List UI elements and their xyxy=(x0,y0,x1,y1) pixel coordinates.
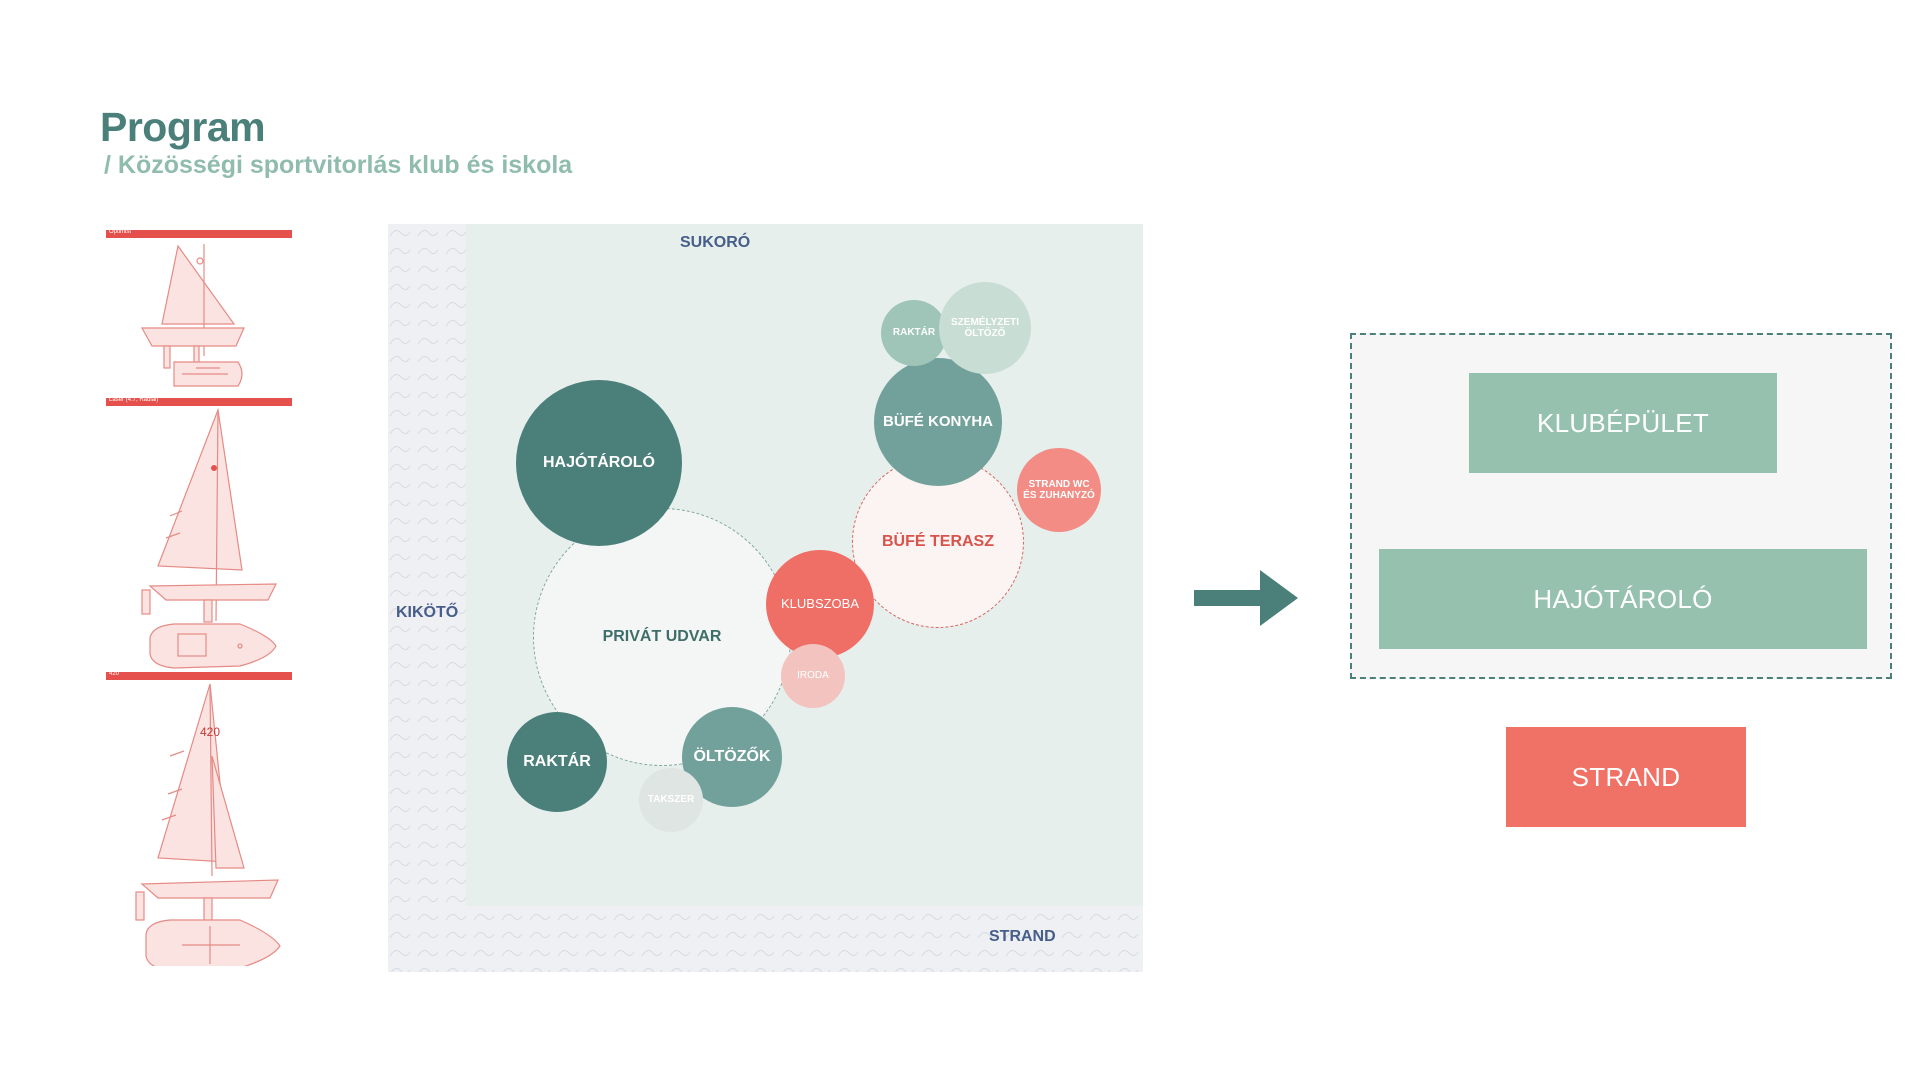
arrow-right-icon xyxy=(1194,570,1298,626)
club-building-label: KLUBÉPÜLET xyxy=(1536,407,1710,438)
building-program-box: KLUBÉPÜLET HAJÓTÁROLÓ xyxy=(1350,333,1892,679)
bubble-storage-small: RAKTÁR xyxy=(881,300,947,366)
laser-sail-icon xyxy=(157,407,243,571)
bubble-club-room-label: KLUBSZOBA xyxy=(780,595,860,611)
bubble-boat-storage: HAJÓTÁROLÓ xyxy=(516,380,682,546)
bubble-changing-rooms-label: ÖLTÖZŐK xyxy=(693,747,771,765)
bubble-diagram: SUKORÓ KIKÖTŐ STRAND PRIVÁT UDVAR BÜFÉ T… xyxy=(388,224,1143,972)
bubble-staff-changing-line2: ÖLTÖZŐ xyxy=(964,328,1006,339)
laser-deck-icon xyxy=(149,623,277,669)
buffet-terrace-label: BÜFÉ TERASZ xyxy=(882,533,994,550)
420-deck-icon xyxy=(145,919,281,971)
bubble-beach-wc: STRAND WC ÉS ZUHANYZÓ xyxy=(1017,448,1101,532)
boat-reference-sheet: Optimist Laser (4.7, Radial) 420 xyxy=(100,226,300,971)
boat-bar-laser: Laser (4.7, Radial) xyxy=(106,397,292,406)
bubble-equipment: TAKSZER xyxy=(639,768,703,832)
boat-label-laser: Laser (4.7, Radial) xyxy=(109,397,159,403)
boat-bar-optimist: Optimist xyxy=(106,229,292,238)
club-building-block: KLUBÉPÜLET xyxy=(1469,373,1777,473)
bubble-club-room: KLUBSZOBA xyxy=(766,550,874,658)
svg-text:420: 420 xyxy=(200,725,220,739)
laser-hull-icon xyxy=(148,583,277,601)
optimist-sail-icon xyxy=(161,244,236,325)
optimist-hull-icon xyxy=(140,327,245,347)
beach-block: STRAND xyxy=(1506,727,1746,827)
boat-label-optimist: Optimist xyxy=(109,229,132,235)
420-hull-icon xyxy=(140,879,279,899)
boat-storage-label: HAJÓTÁROLÓ xyxy=(1533,583,1713,614)
boat-label-420: 420 xyxy=(109,671,120,677)
page-title: Program xyxy=(100,104,266,150)
boat-bar-420: 420 xyxy=(106,671,292,680)
page-subtitle: / Közösségi sportvitorlás klub és iskola xyxy=(104,151,573,179)
bubble-storage-main-label: RAKTÁR xyxy=(523,752,591,770)
bubble-equipment-label: TAKSZER xyxy=(647,794,695,806)
bubble-storage-small-label: RAKTÁR xyxy=(892,327,936,339)
bubble-buffet-kitchen-label: BÜFÉ KONYHA xyxy=(882,413,993,431)
bubble-beach-wc-line1: STRAND WC xyxy=(1028,478,1090,490)
bubble-storage-main: RAKTÁR xyxy=(507,712,607,812)
zone-label-west: KIKÖTŐ xyxy=(396,604,459,621)
beach-label: STRAND xyxy=(1571,761,1681,792)
bubble-boat-storage-label: HAJÓTÁROLÓ xyxy=(543,453,655,471)
zone-label-north: SUKORÓ xyxy=(680,234,751,251)
private-yard-label: PRIVÁT UDVAR xyxy=(602,628,722,645)
boat-storage-block: HAJÓTÁROLÓ xyxy=(1379,549,1867,649)
bubble-staff-changing: SZEMÉLYZETI ÖLTÖZŐ xyxy=(939,282,1031,374)
bubble-staff-changing-line1: SZEMÉLYZETI xyxy=(951,316,1019,328)
zone-label-south: STRAND xyxy=(989,928,1056,945)
boat-drawings: 420 xyxy=(135,244,281,971)
420-jib-icon xyxy=(211,755,245,869)
bubble-buffet-kitchen: BÜFÉ KONYHA xyxy=(874,358,1002,486)
bubble-office: IRODA xyxy=(781,644,845,708)
bubble-beach-wc-line2: ÉS ZUHANYZÓ xyxy=(1023,490,1095,501)
bubble-office-label: IRODA xyxy=(797,670,829,682)
